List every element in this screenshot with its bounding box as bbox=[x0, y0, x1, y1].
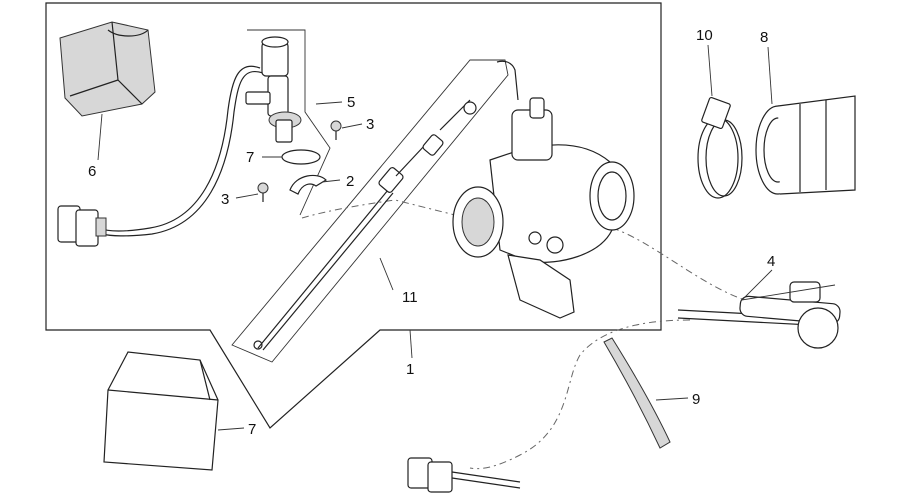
routing-line-3 bbox=[469, 319, 691, 470]
callout-1: 1 bbox=[406, 361, 414, 378]
wiring-harness-upper bbox=[57, 65, 264, 247]
callout-11: 11 bbox=[402, 289, 418, 306]
wiring-harness-lower bbox=[407, 457, 521, 493]
hose-clamp-part bbox=[697, 96, 743, 199]
routing-line-1 bbox=[301, 199, 456, 219]
callout-3-upper: 3 bbox=[366, 116, 374, 133]
assembly-frame bbox=[45, 2, 662, 429]
throttle-cable-part bbox=[253, 99, 477, 351]
callout-10: 10 bbox=[696, 27, 713, 44]
screw-lower bbox=[257, 182, 269, 202]
callout-4: 4 bbox=[767, 253, 775, 270]
intake-manifold-part bbox=[755, 95, 856, 195]
callout-7-booklet: 7 bbox=[248, 421, 256, 438]
callout-9: 9 bbox=[692, 391, 700, 408]
callout-6: 6 bbox=[88, 163, 96, 180]
sensor-subframe bbox=[247, 29, 331, 216]
cable-subframe bbox=[231, 59, 509, 363]
ignition-coil-part bbox=[59, 21, 156, 117]
leader-lines bbox=[97, 44, 836, 431]
callout-5: 5 bbox=[347, 94, 355, 111]
callout-7-sensor: 7 bbox=[246, 149, 254, 166]
routing-line-2 bbox=[611, 227, 746, 301]
instruction-booklet-part bbox=[103, 351, 219, 471]
callout-3-lower: 3 bbox=[221, 191, 229, 208]
screw-upper bbox=[330, 120, 342, 140]
clip-part bbox=[289, 174, 327, 195]
carburetor-part bbox=[452, 60, 635, 319]
callout-8: 8 bbox=[760, 29, 768, 46]
hose-part bbox=[603, 337, 671, 449]
callout-2: 2 bbox=[346, 173, 354, 190]
throttle-sensor-part bbox=[245, 36, 321, 165]
throttle-grip-part bbox=[677, 281, 841, 349]
